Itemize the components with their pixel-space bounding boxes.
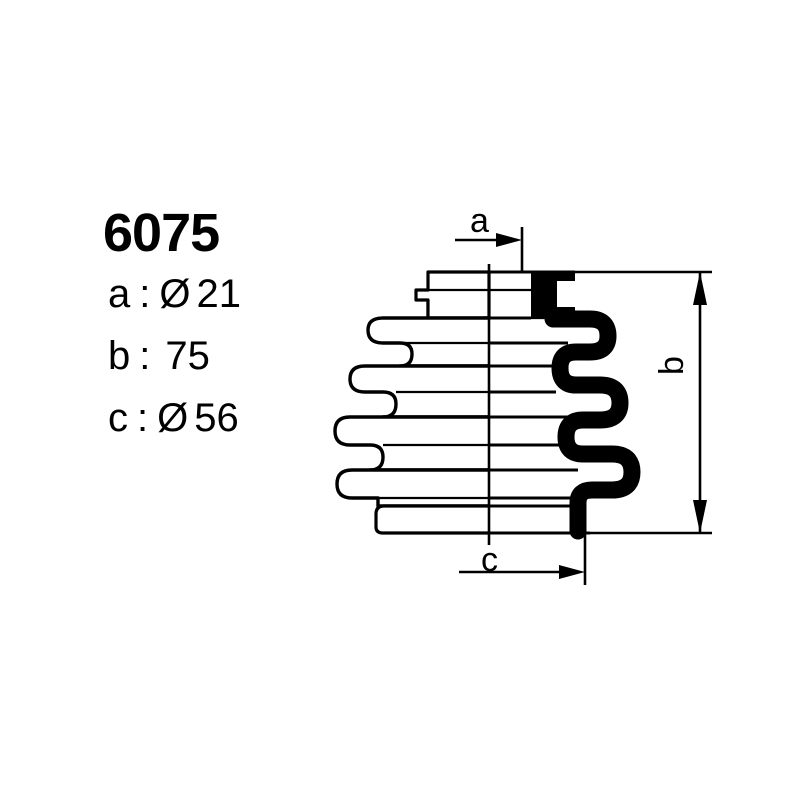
dimension-label-b: b (653, 356, 691, 375)
spec-value-a: 21 (196, 272, 242, 316)
diameter-symbol-c: Ø (157, 396, 189, 440)
dimension-a (455, 227, 524, 272)
spec-key-b: b (108, 334, 131, 378)
bellows-section-wall (544, 310, 641, 540)
spec-separator-b: : (139, 334, 151, 378)
spec-separator-a: : (139, 272, 151, 316)
diameter-symbol-a: Ø (159, 272, 191, 316)
spec-value-b: 75 (165, 334, 210, 378)
dim-c-arrowhead (559, 565, 585, 579)
spec-key-a: a (108, 272, 131, 316)
part-number: 6075 (103, 203, 220, 263)
convolution-3-left (333, 415, 491, 472)
right-internal-lines (489, 288, 553, 320)
neck-section-flange (531, 271, 575, 281)
dimension-label-c: c (481, 541, 498, 579)
spec-row-b: b:75 (108, 336, 360, 376)
dimension-label-a: a (470, 202, 489, 240)
dimension-b (575, 270, 712, 535)
boot-section-right (489, 270, 641, 540)
left-internal-lines (378, 288, 489, 500)
base-cylinder-left (374, 504, 489, 535)
boot-outline-left (333, 270, 491, 535)
dim-b-arrowhead-bottom (693, 500, 707, 533)
dim-b-arrowhead-top (693, 272, 707, 305)
convolution-4-left (335, 468, 491, 508)
bellows-outer-contour-right (489, 341, 590, 535)
spec-value-c: 56 (194, 396, 239, 440)
dim-a-arrowhead (496, 233, 522, 247)
spec-key-c: c (108, 396, 128, 440)
spec-separator-c: : (137, 396, 149, 440)
dimension-c (459, 533, 587, 585)
